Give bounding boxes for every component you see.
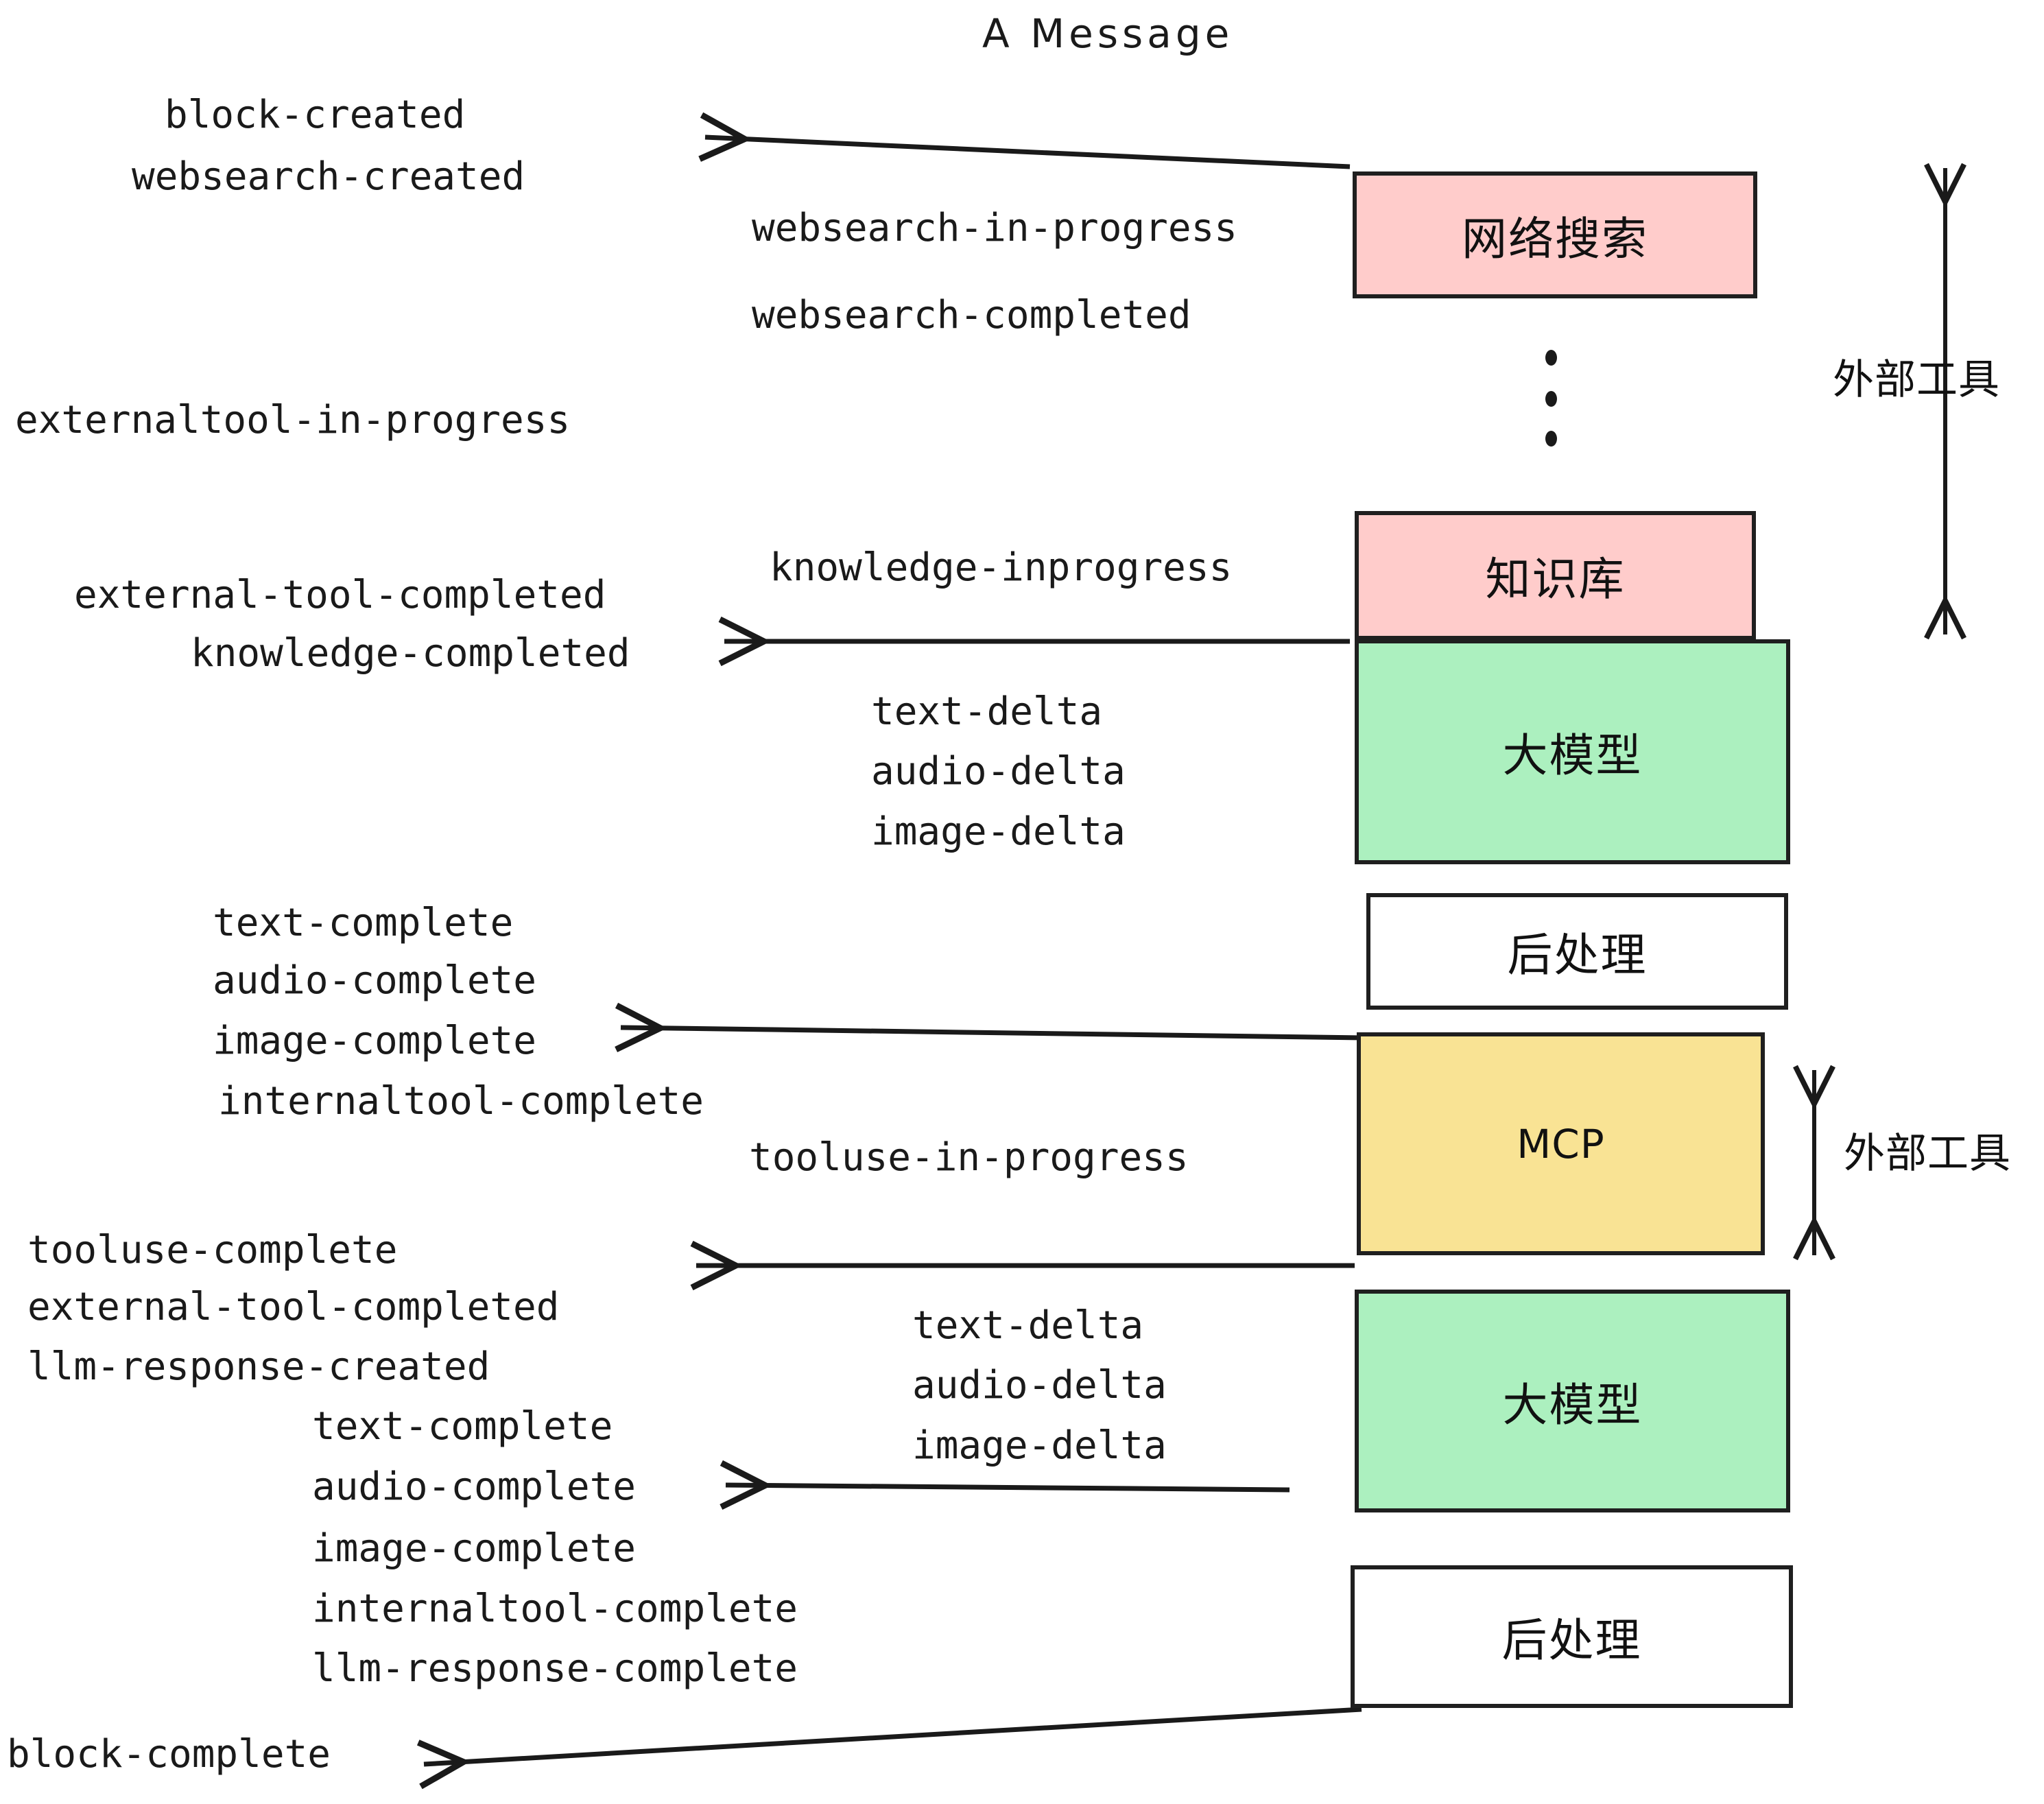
arrow-llm2-to-audio-complete xyxy=(726,1485,1290,1490)
node-box-postprocess-1[interactable]: 后处理 xyxy=(1366,893,1788,1010)
node-label-postprocess-2: 后处理 xyxy=(1501,1614,1642,1667)
page-title: A Message xyxy=(982,10,1234,57)
event-label-image-delta-1: image-delta xyxy=(871,809,1126,854)
node-label-postprocess-1: 后处理 xyxy=(1507,929,1648,982)
node-box-mcp[interactable]: MCP xyxy=(1357,1032,1765,1255)
event-label-block-created: block-created xyxy=(165,93,466,137)
event-label-internaltool-complete-1: internaltool-complete xyxy=(218,1079,704,1124)
event-label-external-tool-completed-1: external-tool-completed xyxy=(74,573,606,617)
node-label-llm-2: 大模型 xyxy=(1502,1378,1643,1432)
event-label-image-delta-2: image-delta xyxy=(912,1423,1167,1468)
node-box-websearch[interactable]: 网络搜索 xyxy=(1353,171,1757,298)
arrow-websearch-to-block-created xyxy=(705,137,1351,169)
event-label-llm-response-complete: llm-response-complete xyxy=(312,1646,798,1691)
event-label-knowledge-inprogress: knowledge-inprogress xyxy=(770,545,1233,590)
event-label-text-complete-1: text-complete xyxy=(213,901,514,945)
event-label-audio-complete-2: audio-complete xyxy=(312,1464,637,1509)
event-label-text-delta-1: text-delta xyxy=(871,689,1103,734)
event-label-block-complete: block-complete xyxy=(7,1732,331,1777)
event-label-text-complete-2: text-complete xyxy=(312,1404,613,1449)
event-label-tooluse-in-progress: tooluse-in-progress xyxy=(749,1135,1189,1180)
event-label-websearch-created: websearch-created xyxy=(132,154,525,199)
side-label-external-tool-top: 外部工具 xyxy=(1833,356,2000,404)
node-box-llm-2[interactable]: 大模型 xyxy=(1355,1290,1790,1512)
node-box-postprocess-2[interactable]: 后处理 xyxy=(1351,1565,1793,1708)
event-label-external-tool-completed-2: external-tool-completed xyxy=(27,1285,560,1329)
event-label-audio-delta-1: audio-delta xyxy=(871,749,1126,794)
node-label-knowledge: 知识库 xyxy=(1485,553,1626,606)
event-label-knowledge-completed: knowledge-completed xyxy=(191,631,630,676)
event-label-externaltool-in-progress: externaltool-in-progress xyxy=(15,398,571,442)
ellipsis-dot xyxy=(1545,391,1557,407)
arrow-postprocess2-to-block-complete xyxy=(424,1707,1362,1764)
event-label-image-complete-1: image-complete xyxy=(213,1019,537,1063)
event-label-websearch-in-progress: websearch-in-progress xyxy=(752,206,1238,250)
event-label-llm-response-created: llm-response-created xyxy=(27,1344,490,1389)
ellipsis-dot xyxy=(1545,350,1557,366)
node-label-mcp: MCP xyxy=(1517,1120,1605,1167)
node-box-llm-1[interactable]: 大模型 xyxy=(1355,639,1790,864)
event-label-audio-delta-2: audio-delta xyxy=(912,1363,1167,1408)
node-label-llm-1: 大模型 xyxy=(1502,729,1643,782)
arrow-postprocess1-to-image-complete xyxy=(621,1028,1364,1038)
event-label-audio-complete-1: audio-complete xyxy=(213,958,537,1003)
event-label-tooluse-complete: tooluse-complete xyxy=(27,1228,398,1272)
node-box-knowledge[interactable]: 知识库 xyxy=(1355,511,1756,640)
event-label-image-complete-2: image-complete xyxy=(312,1526,637,1571)
ellipsis-dot xyxy=(1545,431,1557,447)
event-label-websearch-completed: websearch-completed xyxy=(752,293,1191,337)
node-label-websearch: 网络搜索 xyxy=(1462,212,1648,265)
side-label-external-tool-bottom: 外部工具 xyxy=(1844,1130,2011,1178)
event-label-text-delta-2: text-delta xyxy=(912,1303,1144,1348)
event-label-internaltool-complete-2: internaltool-complete xyxy=(312,1587,798,1631)
